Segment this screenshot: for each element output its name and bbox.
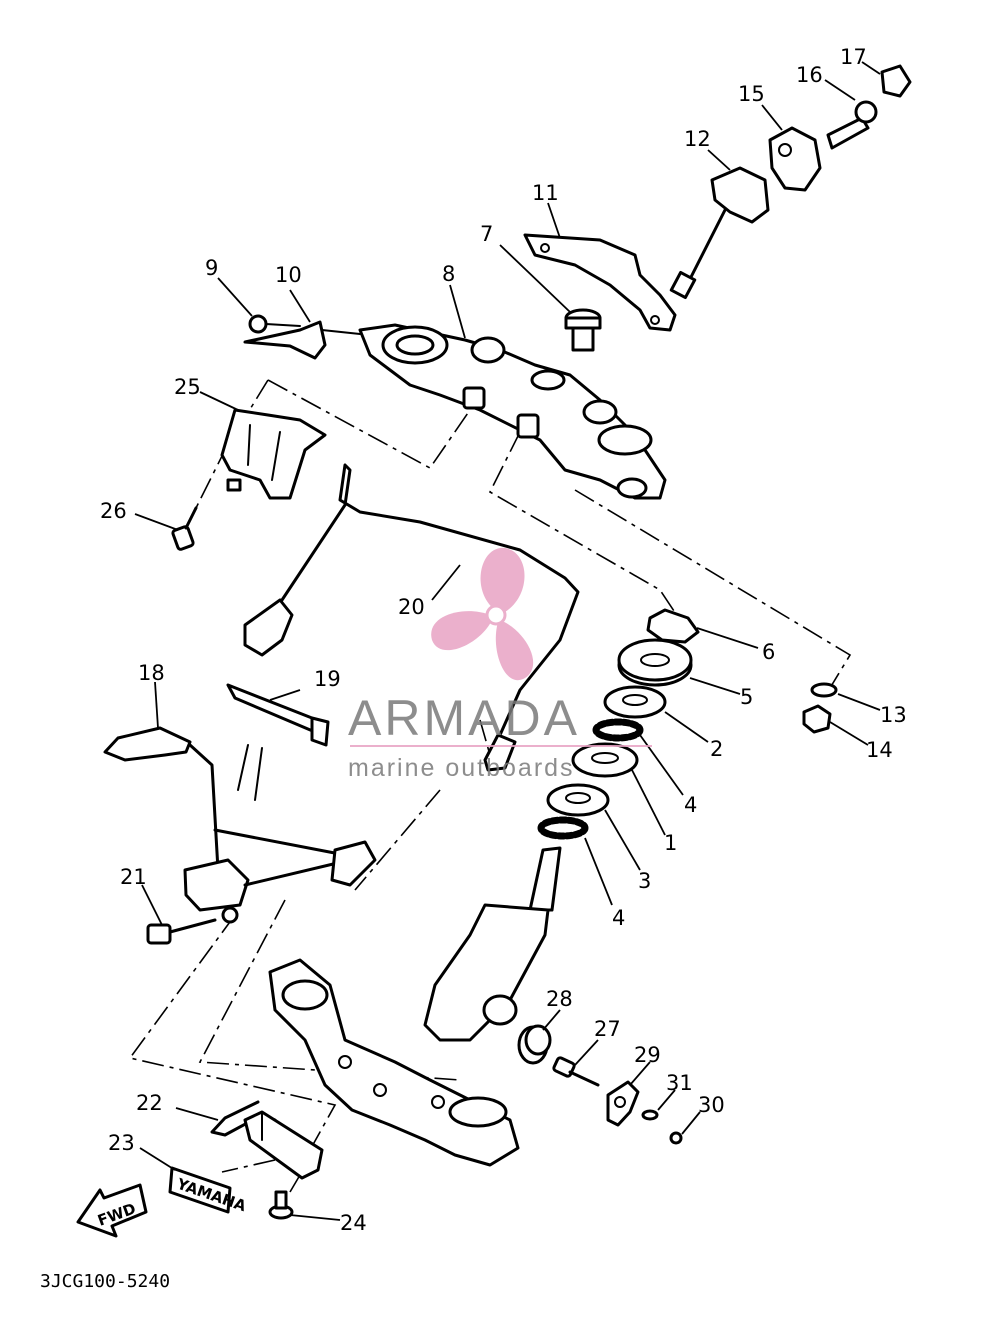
callout-5: 5: [740, 685, 753, 709]
callout-23: 23: [108, 1131, 135, 1155]
callout-6: 6: [762, 640, 775, 664]
callout-17: 17: [840, 45, 867, 69]
callout-29: 29: [634, 1043, 661, 1067]
watermark-tagline: marine outboards: [348, 754, 575, 782]
callout-30: 30: [698, 1093, 725, 1117]
callout-2: 2: [710, 737, 723, 761]
race-part-1: [571, 742, 639, 778]
diagram-code: 3JCG100-5240: [40, 1271, 170, 1292]
washer-part-31: [641, 1109, 659, 1121]
bolt-part-21: [146, 906, 239, 945]
collar-part-28: [517, 1024, 552, 1065]
lever-part-18: [103, 726, 377, 912]
washer-part-5: [617, 638, 693, 687]
bolt-part-16: [826, 100, 878, 150]
callout-12: 12: [684, 127, 711, 151]
race-part-2: [603, 685, 667, 719]
callout-7: 7: [480, 222, 493, 246]
cable-tie-part-19: [226, 683, 330, 747]
pin-part-30: [669, 1131, 683, 1145]
nameplate-part-23: YAMAHA: [168, 1166, 249, 1215]
watermark: ARMADA marine outboards: [348, 547, 652, 782]
assembly-lines: [128, 379, 852, 1193]
bolt-part-9: [248, 314, 301, 334]
callout-9: 9: [205, 256, 218, 280]
race-part-3: [546, 783, 610, 817]
watermark-brand: ARMADA: [348, 690, 580, 746]
callout-10: 10: [275, 263, 302, 287]
callout-8: 8: [442, 262, 455, 286]
callout-19: 19: [314, 667, 341, 691]
cable-part-20: [243, 463, 580, 772]
rod-end-part-12: [669, 166, 770, 300]
steering-column-part: [268, 846, 562, 1167]
washer-part-13: [810, 682, 838, 698]
callout-16: 16: [796, 63, 823, 87]
callout-22: 22: [136, 1091, 163, 1115]
bolt-part-27: [552, 1056, 600, 1087]
balls-part-4-lower: [537, 816, 589, 840]
plate-part-29: [606, 1080, 640, 1127]
nut-part-6: [646, 608, 700, 644]
callout-25: 25: [174, 375, 201, 399]
bolt-part-26: [171, 506, 198, 551]
callout-21: 21: [120, 865, 147, 889]
fwd-arrow-icon: FWD: [76, 1183, 148, 1238]
plate-part-11: [523, 233, 677, 332]
callout-26: 26: [100, 499, 127, 523]
callout-18: 18: [138, 661, 165, 685]
screw-part-24: [268, 1190, 294, 1220]
callout-20: 20: [398, 595, 425, 619]
propeller-logo-icon: [431, 547, 534, 681]
callout-1: 1: [664, 831, 677, 855]
callout-13: 13: [880, 703, 907, 727]
callout-4-lower: 4: [612, 906, 625, 930]
bolt-part-7: [564, 308, 602, 352]
upper-bracket-part: [358, 323, 667, 500]
nut-part-14: [802, 704, 832, 734]
callout-31: 31: [666, 1071, 693, 1095]
bracket-part-15: [768, 126, 822, 192]
bracket-part-25: [220, 408, 327, 500]
callout-14: 14: [866, 738, 893, 762]
callout-28: 28: [546, 987, 573, 1011]
balls-part-4-upper: [592, 718, 644, 742]
nut-part-17: [880, 64, 912, 98]
callout-4-upper: 4: [684, 793, 697, 817]
callout-24: 24: [340, 1211, 367, 1235]
clip-part-10: [243, 320, 361, 360]
cover-part: [243, 1110, 324, 1180]
callout-labels: 1 2 3 4 4 5 6 7 8 9 10 11 12 13 14 15 16…: [100, 45, 907, 1235]
callout-27: 27: [594, 1017, 621, 1041]
callout-11: 11: [532, 181, 559, 205]
callout-3: 3: [638, 869, 651, 893]
callout-15: 15: [738, 82, 765, 106]
